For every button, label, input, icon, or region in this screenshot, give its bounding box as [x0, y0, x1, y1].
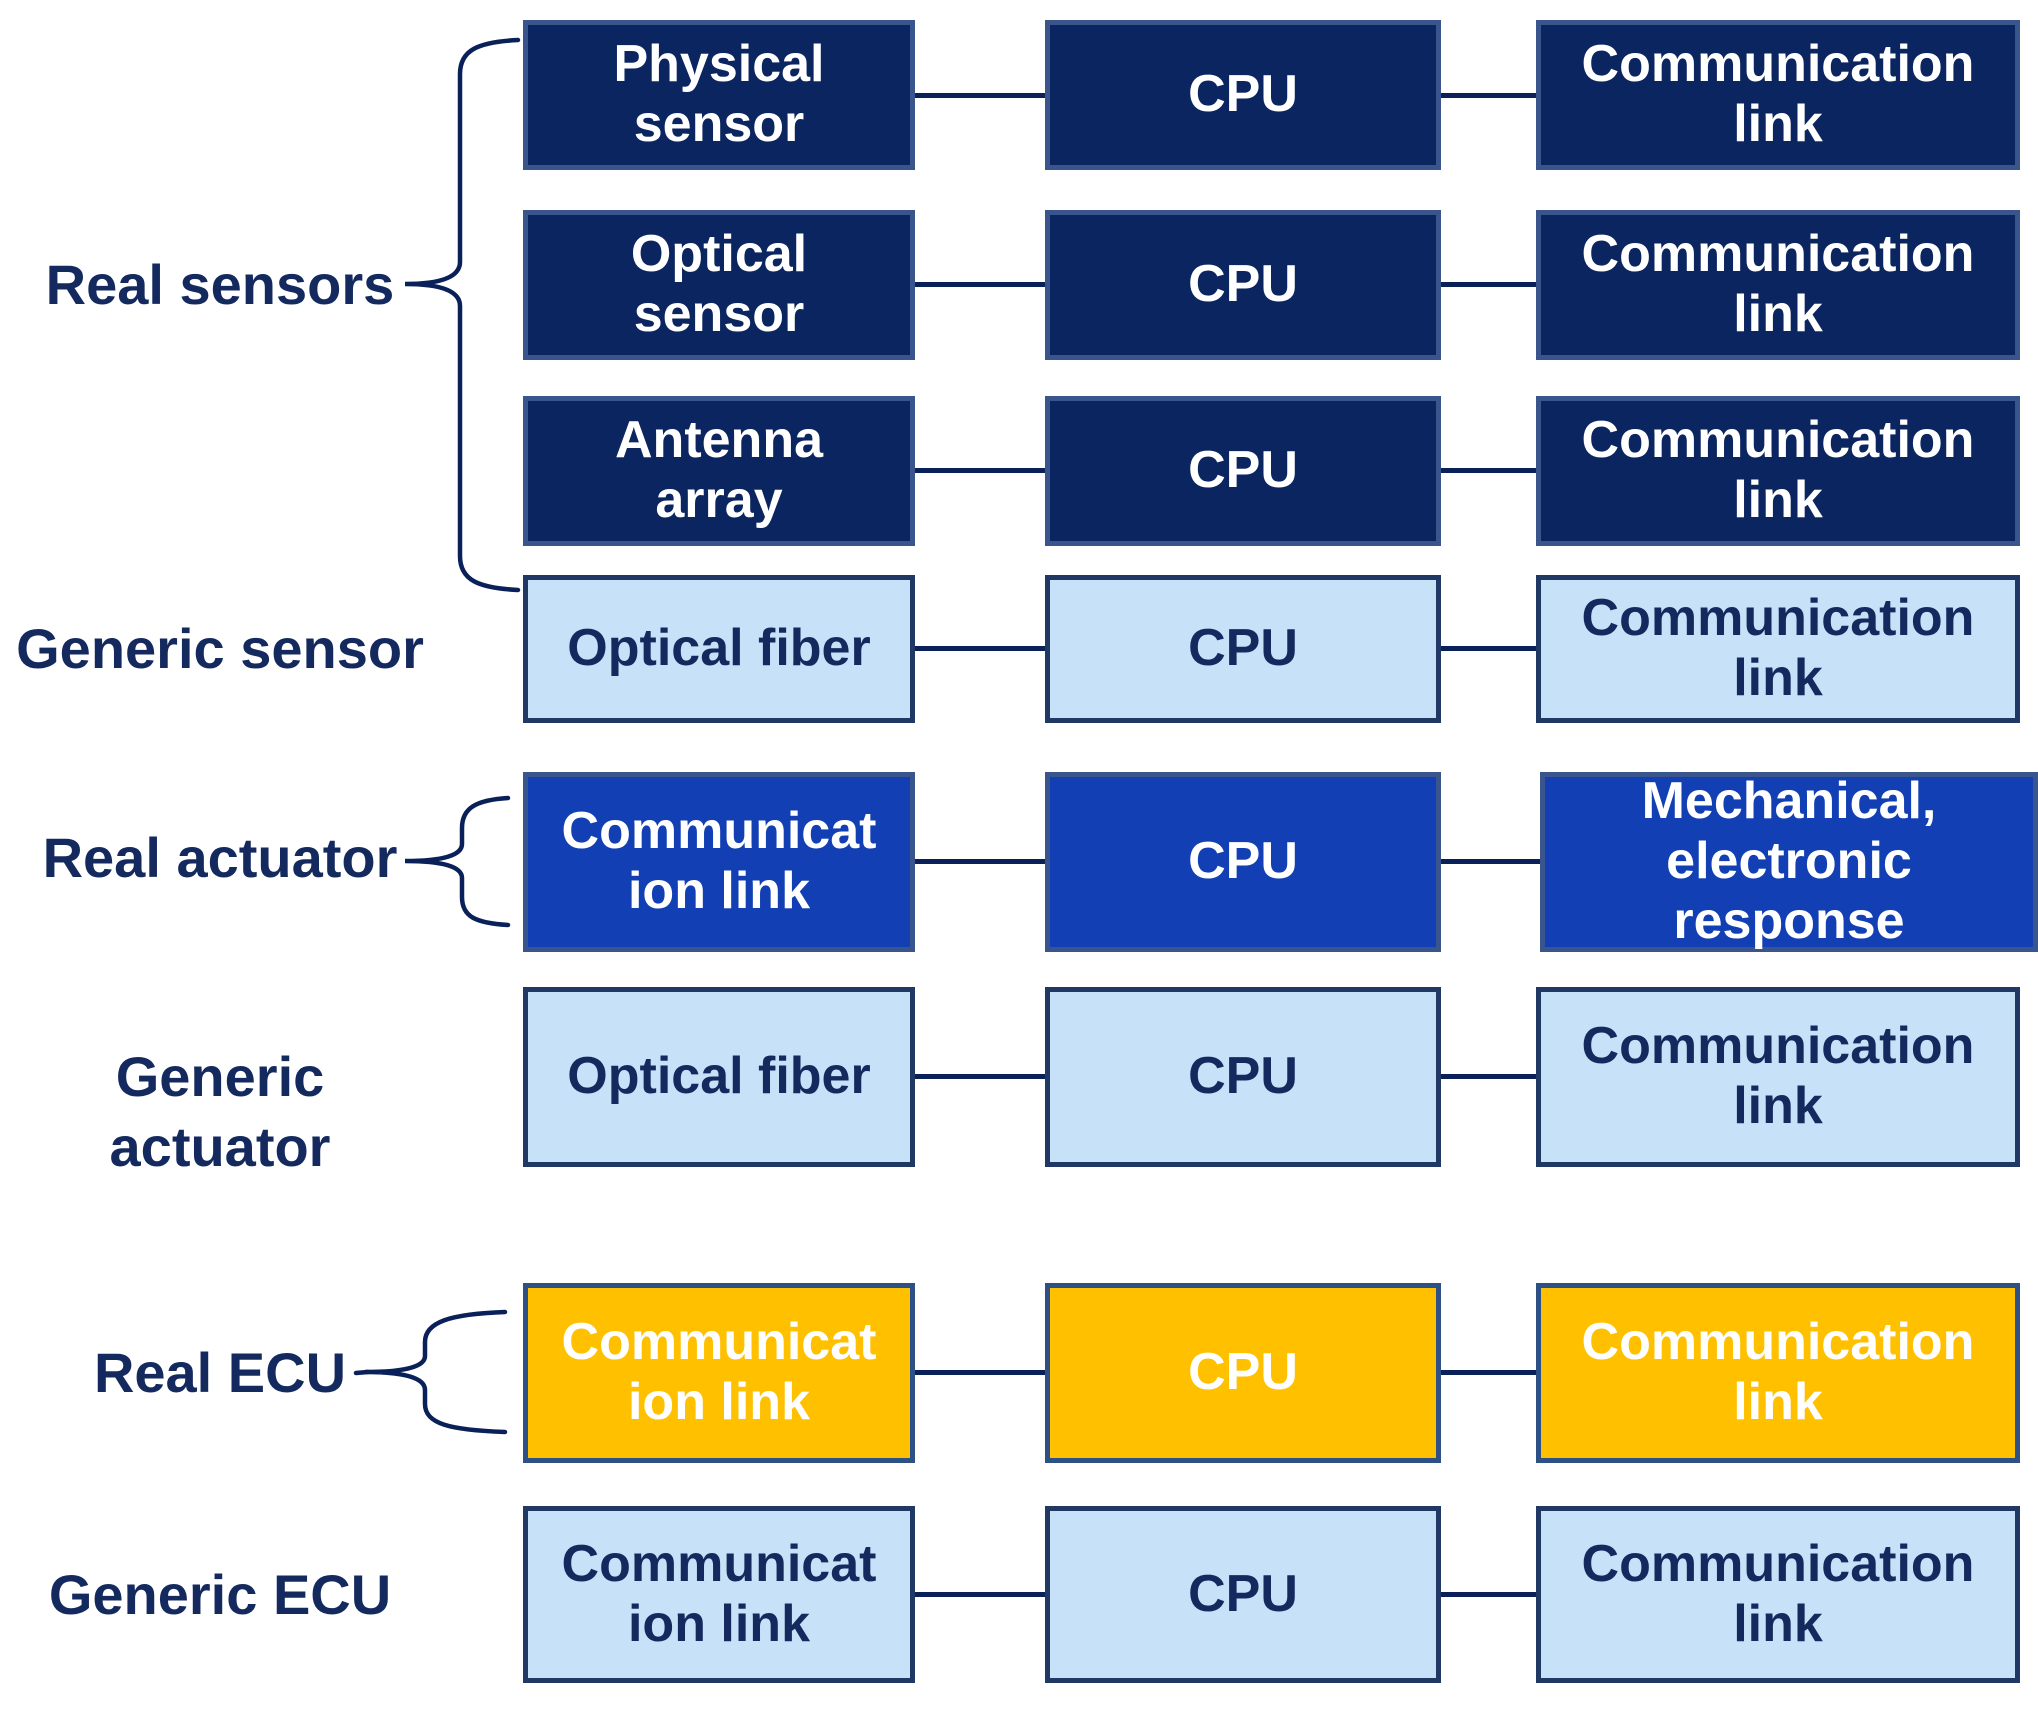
box-label: Optical sensor [630, 225, 808, 343]
box-label: Communication link [1581, 1534, 1975, 1653]
connector-line [1441, 93, 1536, 98]
connector-line [1441, 282, 1536, 287]
box-label: Communication link [1581, 589, 1975, 707]
connector-line [915, 93, 1045, 98]
communication-link-box: Communicat ion link [523, 1283, 915, 1463]
box-label: CPU [1188, 619, 1298, 678]
physical-sensor-box: Physical sensor [523, 20, 915, 170]
box-label: Communication link [1581, 411, 1975, 529]
side-label-real-actuator: Real actuator [42, 826, 398, 889]
optical-sensor-box: Optical sensor [523, 210, 915, 360]
connector-line [1441, 646, 1536, 651]
box-label: CPU [1188, 65, 1298, 124]
box-label: CPU [1188, 1343, 1298, 1402]
box-label: CPU [1188, 441, 1298, 500]
box-label: Communicat ion link [561, 1313, 877, 1431]
communication-link-box: Communication link [1536, 210, 2020, 360]
cpu-box: CPU [1045, 987, 1441, 1167]
connector-line [915, 1074, 1045, 1079]
box-label: Communication link [1581, 225, 1975, 343]
communication-link-box: Communication link [1536, 575, 2020, 723]
communication-link-box: Communication link [1536, 1283, 2020, 1463]
communication-link-box: Communicat ion link [523, 1506, 915, 1683]
box-label: CPU [1188, 1564, 1298, 1623]
cpu-box: CPU [1045, 396, 1441, 546]
box-label: Communicat ion link [561, 802, 877, 920]
communication-link-box: Communication link [1536, 987, 2020, 1167]
cpu-box: CPU [1045, 210, 1441, 360]
box-label: CPU [1188, 255, 1298, 314]
mechanical-electronic-response-box: Mechanical, electronic response [1540, 772, 2038, 952]
cpu-box: CPU [1045, 1506, 1441, 1683]
box-label: Communicat ion link [561, 1534, 877, 1653]
communication-link-box: Communication link [1536, 396, 2020, 546]
connector-line [915, 646, 1045, 651]
box-label: Communication link [1581, 35, 1975, 153]
box-label: Physical sensor [613, 35, 825, 153]
optical-fiber-box: Optical fiber [523, 575, 915, 723]
side-label-generic-ecu: Generic ECU [48, 1563, 392, 1626]
side-label-generic-actuator: Generic actuator [109, 1045, 331, 1178]
connector-line [1441, 1074, 1536, 1079]
cpu-box: CPU [1045, 575, 1441, 723]
connector-line [915, 282, 1045, 287]
connector-line [915, 1370, 1045, 1375]
connector-line [1441, 468, 1536, 473]
communication-link-box: Communication link [1536, 1506, 2020, 1683]
side-label-generic-sensor: Generic sensor [16, 617, 424, 680]
cpu-box: CPU [1045, 20, 1441, 170]
communication-link-box: Communicat ion link [523, 772, 915, 952]
connector-line [915, 468, 1045, 473]
box-label: Communication link [1581, 1017, 1975, 1135]
connector-line [915, 1592, 1045, 1597]
connector-line [1441, 859, 1540, 864]
connector-line [1441, 1592, 1536, 1597]
connector-line [1441, 1370, 1536, 1375]
box-label: CPU [1188, 1047, 1298, 1106]
box-label: Antenna array [615, 411, 823, 529]
optical-fiber-box: Optical fiber [523, 987, 915, 1167]
connector-line [915, 859, 1045, 864]
box-label: CPU [1188, 832, 1298, 891]
side-label-real-sensors: Real sensors [45, 253, 395, 316]
box-label: Mechanical, electronic response [1641, 772, 1937, 950]
antenna-array-box: Antenna array [523, 396, 915, 546]
box-label: Optical fiber [567, 1047, 871, 1106]
cpu-box: CPU [1045, 772, 1441, 952]
box-label: Communication link [1581, 1313, 1975, 1431]
communication-link-box: Communication link [1536, 20, 2020, 170]
cpu-box: CPU [1045, 1283, 1441, 1463]
side-label-real-ecu: Real ECU [93, 1341, 347, 1404]
box-label: Optical fiber [567, 619, 871, 678]
